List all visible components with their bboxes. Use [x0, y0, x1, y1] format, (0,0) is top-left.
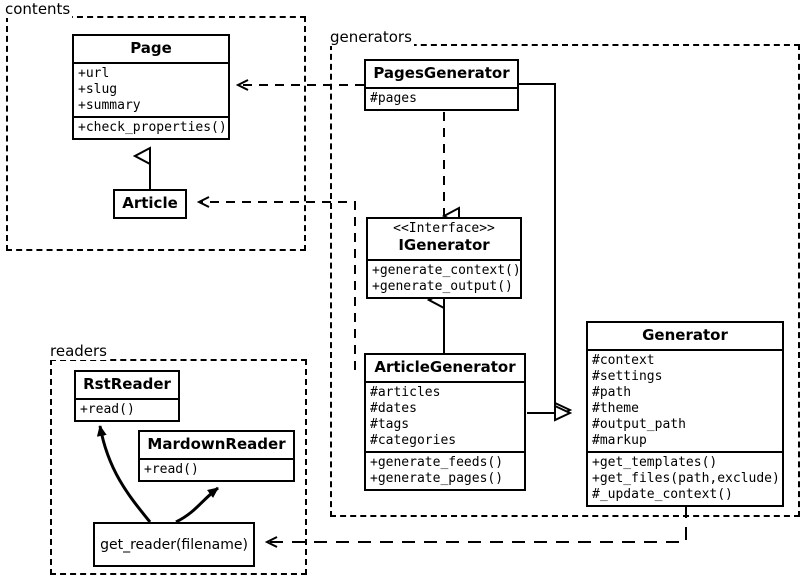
class-igenerator-stereotype: <<Interface>>: [393, 221, 495, 236]
package-contents: [6, 16, 306, 251]
package-contents-label: contents: [4, 0, 73, 18]
class-generator-attributes: #context #settings #path #theme #output_…: [588, 349, 782, 451]
line-articlegenerator-uses-article: [200, 202, 356, 370]
operation: +generate_context(): [372, 263, 521, 278]
attribute: #tags: [370, 417, 410, 432]
class-article[interactable]: Article: [113, 189, 187, 219]
operation: +generate_output(): [372, 279, 513, 294]
class-page-name: Page: [130, 39, 172, 57]
attribute: #dates: [370, 401, 417, 416]
class-page-operations: +check_properties(): [74, 116, 228, 138]
attribute: #pages: [370, 91, 417, 106]
class-pagesgenerator-attributes: #pages: [366, 87, 517, 109]
attribute: #markup: [592, 433, 647, 448]
attribute: #articles: [370, 385, 441, 400]
class-igenerator[interactable]: <<Interface>> IGenerator +generate_conte…: [366, 217, 522, 299]
attribute: +slug: [78, 82, 118, 97]
line-get-reader-returns-rstreader: [96, 425, 152, 523]
attribute: +url: [78, 66, 110, 81]
package-generators-label: generators: [329, 28, 414, 46]
function-get-reader[interactable]: get_reader(filename): [93, 522, 255, 567]
class-igenerator-header: <<Interface>> IGenerator: [368, 219, 520, 259]
class-rstreader-name: RstReader: [83, 375, 171, 393]
class-articlegenerator-name: ArticleGenerator: [374, 358, 516, 376]
attribute: #context: [592, 353, 655, 368]
line-get-reader-returns-mardownreader: [175, 486, 219, 524]
class-articlegenerator-operations: +generate_feeds() +generate_pages(): [366, 451, 524, 489]
operation: +check_properties(): [78, 120, 227, 135]
class-page[interactable]: Page +url +slug +summary +check_properti…: [72, 34, 230, 140]
class-rstreader[interactable]: RstReader +read(): [74, 370, 180, 422]
class-articlegenerator-attributes: #articles #dates #tags #categories: [366, 381, 524, 451]
class-generator[interactable]: Generator #context #settings #path #them…: [586, 321, 784, 507]
attribute: #path: [592, 385, 632, 400]
class-pagesgenerator[interactable]: PagesGenerator #pages: [364, 59, 519, 111]
package-readers: [50, 359, 307, 575]
operation: +get_files(path,exclude): [592, 471, 780, 486]
operation: +get_templates(): [592, 455, 718, 470]
attribute: +summary: [78, 98, 141, 113]
class-page-attributes: +url +slug +summary: [74, 62, 228, 116]
operation: #_update_context(): [592, 487, 733, 502]
line-generator-uses-get-reader: [268, 505, 687, 542]
line-pagesgenerator-inherits-generator: [519, 83, 570, 410]
attribute: #output_path: [592, 417, 686, 432]
attribute: #settings: [592, 369, 663, 384]
package-readers-label: readers: [49, 342, 109, 360]
class-article-name: Article: [122, 194, 178, 212]
function-get-reader-label: get_reader(filename): [100, 536, 248, 553]
attribute: #theme: [592, 401, 639, 416]
class-rstreader-operations: +read(): [76, 398, 178, 420]
operation: +read(): [144, 462, 199, 477]
operation: +generate_pages(): [370, 471, 504, 486]
class-igenerator-name: IGenerator: [398, 236, 490, 254]
class-generator-name: Generator: [642, 326, 728, 344]
package-generators: [330, 44, 800, 517]
operation: +generate_feeds(): [370, 455, 504, 470]
class-articlegenerator[interactable]: ArticleGenerator #articles #dates #tags …: [364, 353, 526, 491]
class-mardownreader[interactable]: MardownReader +read(): [138, 430, 295, 482]
class-pagesgenerator-name: PagesGenerator: [373, 64, 510, 82]
class-igenerator-operations: +generate_context() +generate_output(): [368, 259, 521, 297]
attribute: #categories: [370, 433, 457, 448]
operation: +read(): [80, 402, 135, 417]
class-generator-operations: +get_templates() +get_files(path,exclude…: [588, 451, 782, 505]
class-mardownreader-name: MardownReader: [147, 435, 286, 453]
class-mardownreader-operations: +read(): [140, 458, 293, 480]
